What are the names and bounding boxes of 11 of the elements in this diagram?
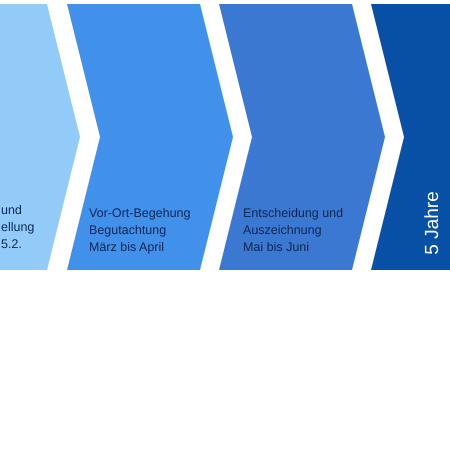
step-label: Entscheidung und Auszeichnung — [243, 205, 344, 239]
chevron-step — [371, 4, 450, 270]
step-label: Vor-Ort-Begehung Begutachtung — [89, 205, 192, 239]
date-range: März bis April — [89, 239, 166, 256]
chevron-step — [219, 4, 385, 270]
date-range: Mai bis Juni — [243, 239, 310, 256]
step-label: und ellung — [1, 202, 36, 236]
duration-label: 5 Jahre — [422, 191, 444, 255]
chevron-step — [67, 4, 233, 270]
chevron-step — [0, 4, 80, 270]
date-range: 5.2. — [1, 236, 23, 253]
